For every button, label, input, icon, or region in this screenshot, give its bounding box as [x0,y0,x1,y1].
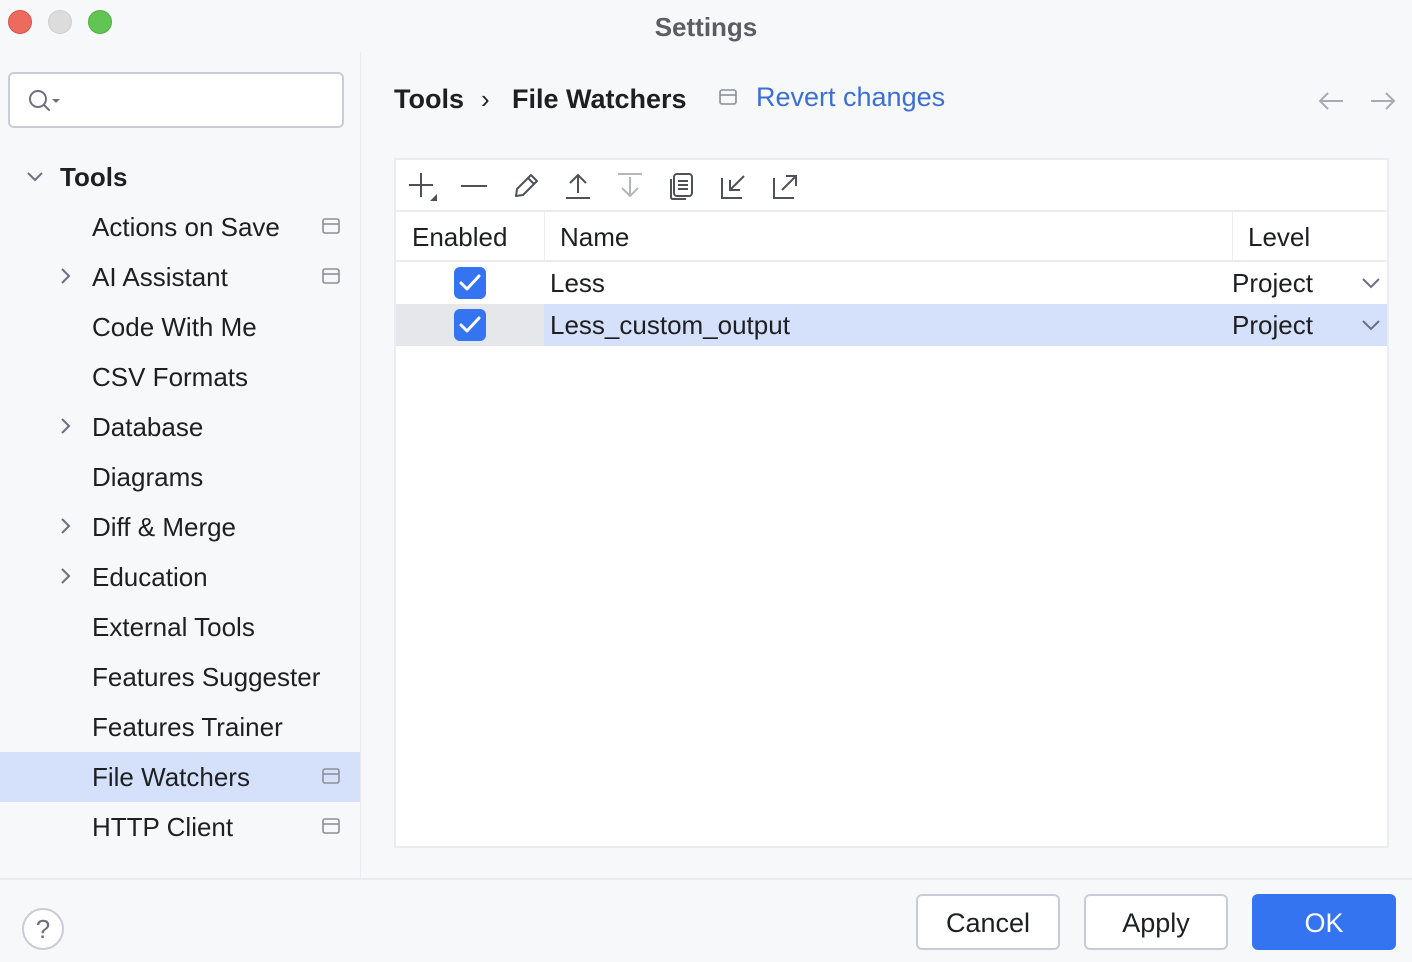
tree-item-label: Education [92,562,208,592]
watcher-name: Less_custom_output [550,310,790,340]
column-header-enabled[interactable]: Enabled [412,222,508,252]
chevron-right-icon[interactable] [54,415,76,437]
project-scope-icon [322,818,340,834]
tree-item-label: Actions on Save [92,212,280,242]
tree-item-ai-assistant[interactable]: AI Assistant [0,252,360,302]
tree-item-file-watchers[interactable]: File Watchers [0,752,360,802]
chevron-down-icon[interactable] [24,165,46,187]
tree-item-database[interactable]: Database [0,402,360,452]
tree-item-label: Diff & Merge [92,512,237,542]
move-down-icon[interactable] [614,170,646,202]
checkmark-icon [459,274,481,291]
zoom-window-button[interactable] [88,10,112,34]
tree-item-external-tools[interactable]: External Tools [0,602,360,652]
tree-item-features-trainer[interactable]: Features Trainer [0,702,360,752]
settings-sidebar: Tools Actions on Save AI Assistant Code … [0,52,361,878]
row-selection-background [544,304,1387,346]
help-button[interactable]: ? [22,908,64,950]
tree-item-label: Features Trainer [92,712,283,742]
tree-item-label: HTTP Client [92,812,234,842]
column-header-level[interactable]: Level [1248,222,1311,252]
breadcrumb-tools[interactable]: Tools [394,84,464,114]
project-scope-icon [322,218,340,234]
settings-content: Tools › File Watchers Revert changes Ena… [361,52,1412,878]
column-divider [544,212,545,260]
dialog-footer: ? Cancel Apply OK [0,878,1412,962]
enabled-checkbox[interactable] [454,267,486,299]
project-scope-icon [322,268,340,284]
table-header: Enabled Name Level [396,212,1387,262]
tree-item-actions-on-save[interactable]: Actions on Save [0,202,360,252]
project-scope-icon [322,768,340,784]
chevron-down-icon[interactable] [1362,318,1380,332]
apply-button[interactable]: Apply [1084,894,1228,950]
watcher-name: Less [550,268,605,298]
chevron-right-icon[interactable] [54,265,76,287]
breadcrumb-current: File Watchers [512,84,687,114]
add-icon[interactable] [406,170,438,202]
table-row[interactable]: Less_custom_output Project [396,304,1387,346]
chevron-right-icon[interactable] [54,565,76,587]
tree-item-http-client[interactable]: HTTP Client [0,802,360,852]
tree-item-label: CSV Formats [92,362,249,392]
remove-icon[interactable] [458,170,490,202]
tree-item-label: Code With Me [92,312,257,342]
ok-button[interactable]: OK [1252,894,1396,950]
search-icon [29,90,60,111]
column-header-name[interactable]: Name [560,222,630,252]
tree-item-label: Tools [60,162,128,192]
enabled-checkbox[interactable] [454,309,486,341]
tree-item-label: AI Assistant [92,262,228,292]
tree-item-label: Database [92,412,204,442]
watcher-level[interactable]: Project [1232,310,1313,340]
tree-item-features-suggester[interactable]: Features Suggester [0,652,360,702]
table-row[interactable]: Less Project [396,262,1387,304]
tree-item-diff-merge[interactable]: Diff & Merge [0,502,360,552]
back-arrow-icon[interactable] [1317,88,1345,114]
tree-item-csv-formats[interactable]: CSV Formats [0,352,360,402]
tree-item-diagrams[interactable]: Diagrams [0,452,360,502]
tree-item-label: File Watchers [92,762,250,792]
revert-changes-link[interactable]: Revert changes [756,82,946,112]
import-icon[interactable] [718,170,750,202]
tree-item-code-with-me[interactable]: Code With Me [0,302,360,352]
tree-item-label: External Tools [92,612,255,642]
tree-item-education[interactable]: Education [0,552,360,602]
checkmark-icon [459,316,481,333]
project-scope-icon [719,89,737,105]
tree-item-label: Diagrams [92,462,204,492]
minimize-window-button[interactable] [48,10,72,34]
breadcrumb-separator: › [481,84,490,114]
forward-arrow-icon[interactable] [1369,88,1397,114]
column-divider [1232,212,1233,260]
file-watchers-panel: Enabled Name Level Less Project Less_cus… [394,158,1389,848]
tree-item-label: Features Suggester [92,662,321,692]
title-bar: Settings [0,0,1412,52]
copy-icon[interactable] [666,170,698,202]
chevron-right-icon[interactable] [54,515,76,537]
move-up-icon[interactable] [562,170,594,202]
cancel-button[interactable]: Cancel [916,894,1060,950]
edit-icon[interactable] [510,170,542,202]
export-icon[interactable] [770,170,802,202]
close-window-button[interactable] [8,10,32,34]
chevron-down-icon[interactable] [1362,276,1380,290]
tree-item-tools[interactable]: Tools [0,152,360,202]
search-field[interactable] [8,72,344,128]
watcher-level[interactable]: Project [1232,268,1313,298]
table-toolbar [396,160,1387,212]
window-title: Settings [654,12,758,42]
